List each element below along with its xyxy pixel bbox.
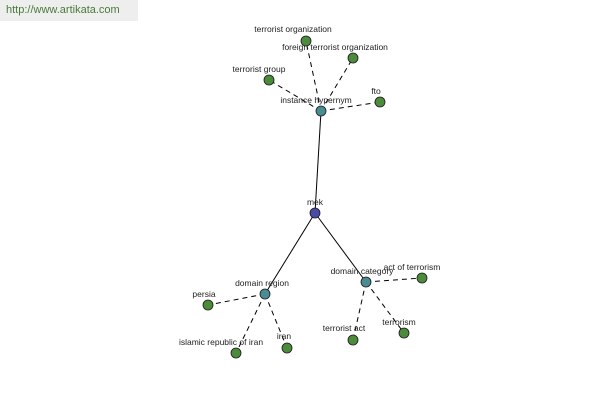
label-act-of-terrorism: act of terrorism bbox=[384, 262, 441, 272]
label-foreign-terrorist-organization: foreign terrorist organization bbox=[282, 42, 388, 52]
label-persia: persia bbox=[192, 289, 215, 299]
label-terrorist-organization: terrorist organization bbox=[254, 24, 332, 34]
label-domain-category: domain category bbox=[331, 266, 395, 276]
label-iran: iran bbox=[277, 331, 291, 341]
edge-mek-domain-category bbox=[314, 212, 367, 283]
edge-category-terrorism bbox=[365, 281, 405, 334]
node-instance-hypernym[interactable] bbox=[315, 105, 327, 117]
label-fto: fto bbox=[371, 86, 381, 96]
label-terrorist-group: terrorist group bbox=[233, 64, 286, 74]
node-domain-category[interactable] bbox=[360, 276, 372, 288]
label-terrorist-act: terrorist act bbox=[323, 323, 366, 333]
node-fto[interactable] bbox=[374, 96, 386, 108]
node-mek[interactable] bbox=[309, 207, 321, 219]
edge-region-persia bbox=[207, 293, 266, 306]
watermark-url[interactable]: http://www.artikata.com bbox=[0, 0, 138, 21]
node-domain-region[interactable] bbox=[259, 288, 271, 300]
edge-mek-instance-hypernym bbox=[314, 110, 322, 214]
node-terrorism[interactable] bbox=[398, 327, 410, 339]
label-islamic-republic-of-iran: islamic republic of iran bbox=[179, 337, 263, 347]
edge-hypernym-terrorist-organization bbox=[305, 40, 322, 112]
label-domain-region: domain region bbox=[235, 278, 289, 288]
label-mek: mek bbox=[307, 197, 324, 207]
node-terrorist-act[interactable] bbox=[347, 334, 359, 346]
edge-category-terrorist-act bbox=[352, 281, 367, 341]
edge-region-iran bbox=[264, 293, 288, 349]
edge-hypernym-foreign-terrorist-organization bbox=[320, 57, 354, 112]
edge-category-act-of-terrorism bbox=[365, 277, 423, 283]
node-terrorist-organization[interactable] bbox=[300, 35, 312, 47]
edge-hypernym-fto bbox=[320, 101, 381, 112]
edge-hypernym-terrorist-group bbox=[268, 79, 322, 112]
node-iran[interactable] bbox=[281, 342, 293, 354]
node-terrorist-group[interactable] bbox=[263, 74, 275, 86]
label-terrorism: terrorism bbox=[382, 317, 416, 327]
label-instance-hypernym: instance hypernym bbox=[280, 95, 351, 105]
node-act-of-terrorism[interactable] bbox=[416, 272, 428, 284]
edge-region-islamic-republic-of-iran bbox=[235, 293, 266, 354]
node-foreign-terrorist-organization[interactable] bbox=[347, 52, 359, 64]
node-persia[interactable] bbox=[202, 299, 214, 311]
edge-mek-domain-region bbox=[264, 212, 316, 295]
node-islamic-republic-of-iran[interactable] bbox=[230, 347, 242, 359]
